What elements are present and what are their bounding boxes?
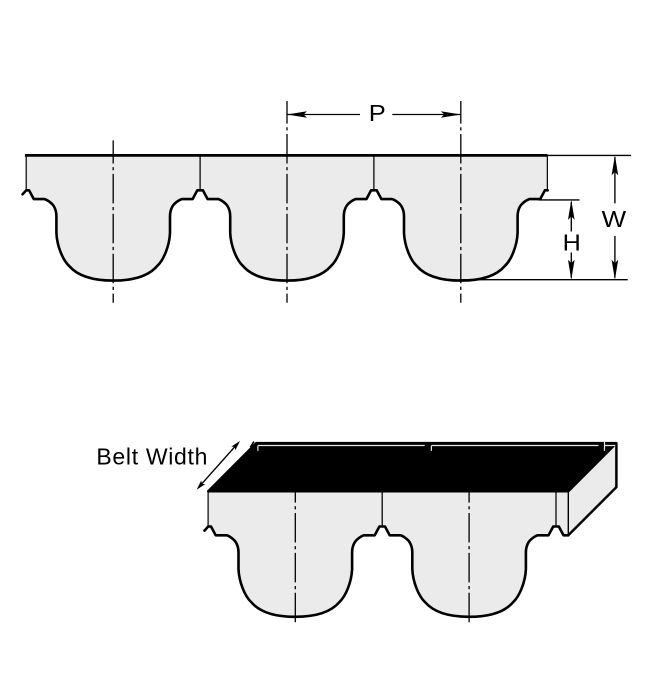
svg-text:P: P	[369, 100, 386, 126]
svg-text:W: W	[602, 206, 627, 232]
svg-text:Belt Width: Belt Width	[96, 443, 207, 469]
svg-text:H: H	[563, 230, 581, 256]
